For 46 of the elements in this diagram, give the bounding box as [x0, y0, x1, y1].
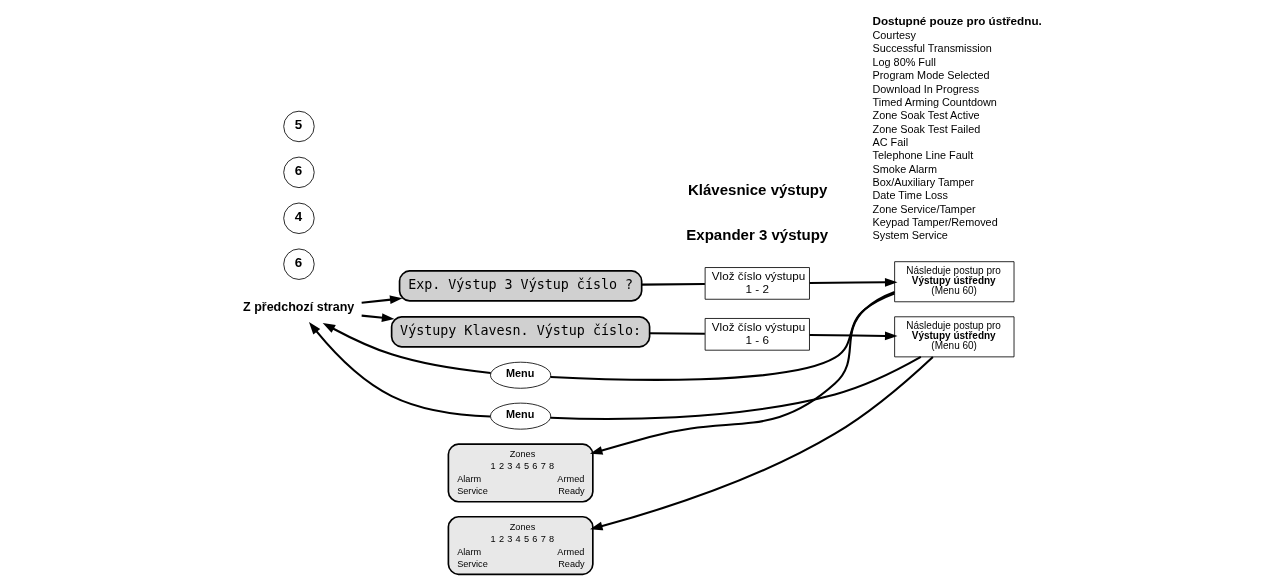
node-box: Následuje postup pro Výstupy ústředny (Menu 60): [894, 261, 1015, 303]
node-box: Vlož číslo výstupu 1 - 2: [704, 267, 810, 300]
label: AC Fail: [872, 135, 909, 148]
label: Telephone Line Fault: [872, 149, 974, 162]
connector: [550, 356, 922, 420]
label: Date Time Loss: [872, 189, 948, 202]
label: Program Mode Selected: [872, 69, 990, 82]
arrow: [322, 322, 491, 374]
label: Successful Transmission: [872, 42, 992, 55]
label: Download In Progress: [872, 82, 980, 95]
arrow: [361, 313, 395, 323]
node-circle: 4: [283, 202, 315, 234]
node-box: Výstupy Klavesn. Výstup číslo:: [390, 315, 651, 348]
label: System Service: [872, 229, 948, 242]
node-box: Následuje postup pro Výstupy ústředny (Menu 60): [894, 316, 1015, 358]
node-box: Vlož číslo výstupu 1 - 6: [704, 318, 810, 351]
label: Expander 3 výstupy: [686, 226, 829, 244]
label: Timed Arming Countdown: [872, 95, 997, 108]
arrow: [809, 331, 898, 341]
label: Zone Service/Tamper: [872, 202, 976, 215]
label: Dostupné pouze pro ústřednu.: [872, 13, 1042, 27]
arrow: [361, 295, 403, 305]
label: Log 80% Full: [872, 55, 936, 68]
connector: [641, 282, 705, 286]
node-circle: 5: [283, 110, 315, 143]
label: Smoke Alarm: [872, 162, 937, 175]
node-box: Zones 1 2 3 4 5 6 7 8 Alarm Armed Service Ready: [447, 515, 594, 576]
node-ellipse: Menu: [490, 361, 552, 389]
node-text: Z předchozí strany: [243, 300, 355, 315]
connector: [649, 332, 705, 335]
label: Zone Soak Test Active: [872, 109, 980, 122]
arrow: [589, 291, 895, 455]
arrow: [809, 277, 898, 287]
node-circle: 6: [283, 156, 315, 189]
arrow: [308, 321, 491, 418]
node-ellipse: Menu: [490, 402, 552, 430]
arrow: [590, 356, 934, 531]
node-box: Exp. Výstup 3 Výstup číslo ?: [398, 270, 643, 302]
node-box: Zones 1 2 3 4 5 6 7 8 Alarm Armed Service Ready: [447, 443, 594, 503]
label: Klávesnice výstupy: [688, 181, 828, 199]
label: Keypad Tamper/Removed: [872, 216, 998, 229]
node-circle: 6: [283, 248, 315, 280]
label: Zone Soak Test Failed: [872, 122, 981, 135]
label: Courtesy: [872, 29, 916, 42]
label: Box/Auxiliary Tamper: [872, 176, 975, 189]
connector: [550, 292, 895, 381]
